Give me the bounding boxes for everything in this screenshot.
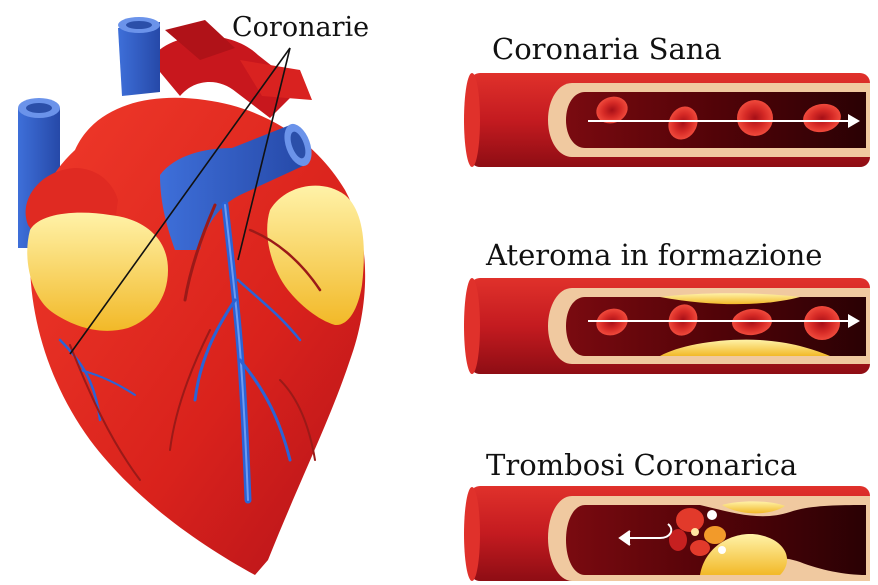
vessel-title-thrombosis: Trombosi Coronarica xyxy=(486,448,797,482)
coronary-label: Coronarie xyxy=(232,12,369,43)
heart-illustration xyxy=(18,17,365,575)
vessel-healthy xyxy=(464,73,870,167)
vessel-thrombosis xyxy=(464,486,870,581)
pulmonary-artery-top xyxy=(118,17,160,96)
vessel-title-atheroma: Ateroma in formazione xyxy=(486,238,822,272)
vessel-title-healthy: Coronaria Sana xyxy=(492,32,722,66)
vessel-atheroma xyxy=(464,278,870,374)
